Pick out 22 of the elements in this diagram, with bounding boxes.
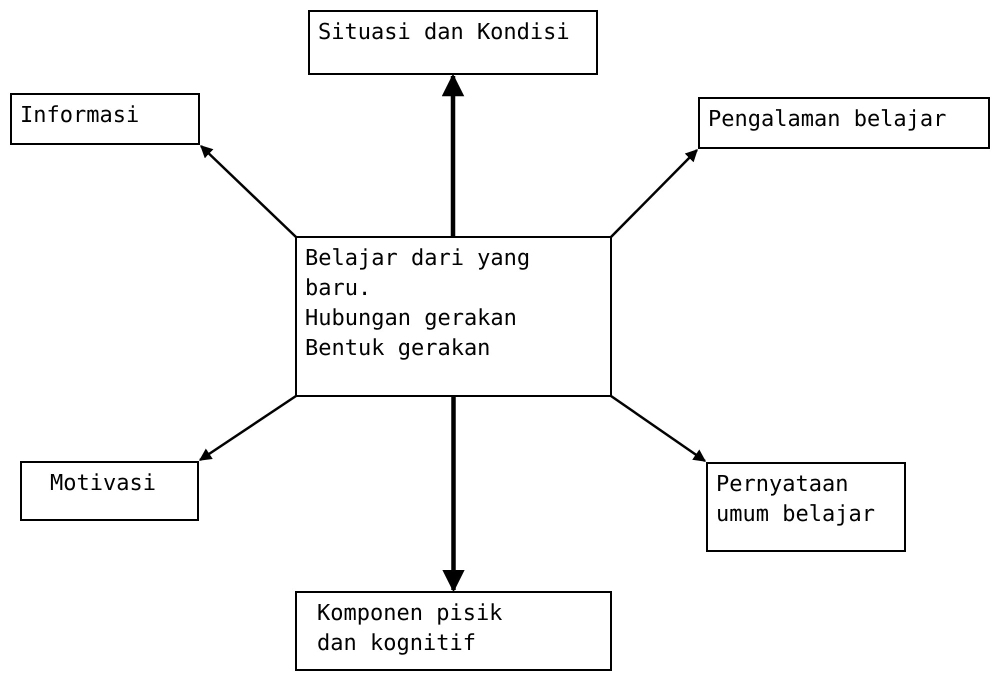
node-text: Komponen pisik dan kognitif [317, 600, 504, 658]
node-text: Informasi [20, 102, 140, 130]
node-text: Pernyataan umum belajar [716, 471, 876, 529]
node-text: Pengalaman belajar [708, 106, 948, 134]
node-text: Motivasi [50, 470, 157, 498]
arrow [610, 149, 698, 238]
arrow [198, 394, 297, 462]
arrow [442, 74, 464, 236]
text-box [308, 10, 598, 75]
text-box [295, 591, 612, 671]
text-box [20, 461, 199, 521]
text-box [10, 93, 200, 145]
text-box [295, 236, 612, 397]
arrow [200, 145, 297, 238]
arrow [442, 397, 465, 592]
node-text: Belajar dari yang baru. [305, 245, 532, 303]
text-box [698, 97, 990, 149]
node-text: Hubungan gerakan [305, 305, 518, 333]
node-text: Bentuk gerakan [305, 335, 492, 363]
text-box [706, 462, 906, 552]
node-text: Situasi dan Kondisi [318, 19, 571, 47]
arrow [610, 394, 706, 462]
